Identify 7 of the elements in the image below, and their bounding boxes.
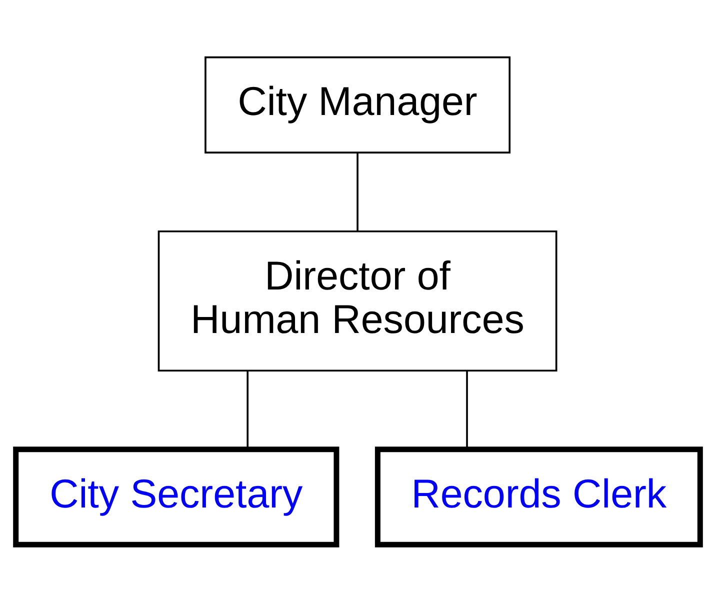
node-box: City Manager (204, 56, 511, 154)
node-box: Director of Human Resources (158, 230, 558, 372)
connector (246, 370, 249, 449)
connector (356, 152, 358, 231)
node-box: Records Clerk (374, 446, 703, 547)
connector (466, 370, 468, 449)
node-box: City Secretary (13, 446, 340, 547)
